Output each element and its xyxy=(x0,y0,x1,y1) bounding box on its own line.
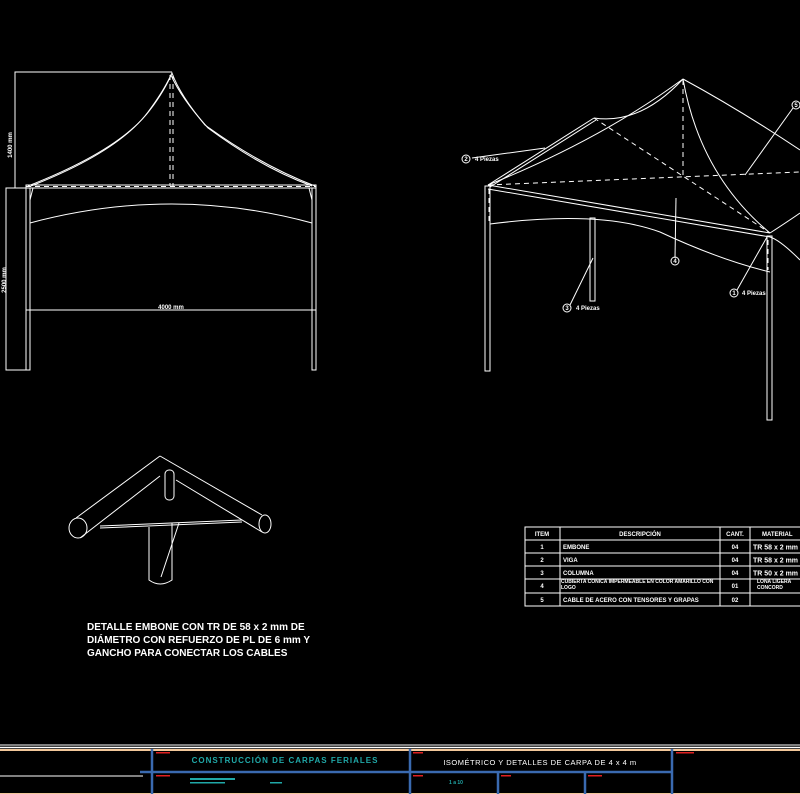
table-row: 1 EMBONE 04 TR 58 x 2 mm xyxy=(540,545,798,552)
callout-3-text: 4 Piezas xyxy=(576,306,600,312)
roof-height-dimension xyxy=(14,71,172,188)
column-height-dimension xyxy=(5,187,27,371)
detail-caption-line-2: DIÁMETRO CON REFUERZO DE PL DE 6 mm Y xyxy=(87,633,310,646)
cell-description: CABLE DE ACERO CON TENSORES Y GRAPAS xyxy=(563,598,699,604)
callout-1-number: 1 xyxy=(732,291,736,297)
callout-1 xyxy=(729,288,739,298)
roof-height-label: 1400 mm xyxy=(8,132,14,158)
cell-qty: 04 xyxy=(732,558,739,564)
cell-description: COLUMNA xyxy=(563,571,594,577)
cell-qty: 04 xyxy=(732,571,739,577)
cell-material: TR 50 x 2 mm xyxy=(753,571,798,578)
header-item: ITEM xyxy=(535,532,549,538)
table-row: 4 CUBIERTA CONICA IMPERMEABLE EN COLOR A… xyxy=(540,579,792,591)
header-description: DESCRIPCIÓN xyxy=(619,530,661,538)
callout-2 xyxy=(461,154,471,164)
cell-qty: 02 xyxy=(732,598,739,604)
parts-table: ITEM DESCRIPCIÓN CANT. MATERIAL 1 EMBONE… xyxy=(524,526,800,607)
right-column xyxy=(311,187,317,371)
cell-qty: 04 xyxy=(732,545,739,551)
callout-1-text: 4 Piezas xyxy=(742,291,766,297)
drawing-title: ISOMÉTRICO Y DETALLES DE CARPA DE 4 x 4 … xyxy=(443,758,636,767)
width-label: 4000 mm xyxy=(158,305,184,311)
callout-2-number: 2 xyxy=(464,157,468,163)
callout-2-text: 4 Piezas xyxy=(475,157,499,163)
callout-3-number: 3 xyxy=(565,306,569,312)
joint-detail: DETALLE EMBONE CON TR DE 58 x 2 mm DE DI… xyxy=(68,455,310,659)
header-qty: CANT. xyxy=(726,532,744,538)
cell-description: EMBONE xyxy=(563,545,589,551)
callout-4 xyxy=(670,256,680,266)
title-block: CONSTRUCCIÓN DE CARPAS FERIALES ISOMÉTRI… xyxy=(0,744,800,794)
cell-item: 1 xyxy=(540,545,544,551)
scale-value: 1 a 10 xyxy=(449,780,463,786)
front-view: 1400 mm 2500 mm 4000 mm xyxy=(2,71,317,371)
table-row: 2 VIGA 04 TR 58 x 2 mm xyxy=(540,558,798,565)
callout-5-number: 5 xyxy=(794,103,798,109)
callout-4-number: 4 xyxy=(673,259,677,265)
project-title: CONSTRUCCIÓN DE CARPAS FERIALES xyxy=(192,756,379,765)
table-header: ITEM DESCRIPCIÓN CANT. MATERIAL xyxy=(535,530,793,538)
cell-description: CUBIERTA CONICA IMPERMEABLE EN COLOR AMA… xyxy=(561,579,714,591)
cell-item: 5 xyxy=(540,598,544,604)
callout-3 xyxy=(562,303,572,313)
detail-caption-line-3: GANCHO PARA CONECTAR LOS CABLES xyxy=(87,648,288,659)
cell-material: TR 58 x 2 mm xyxy=(753,545,798,552)
cell-description: VIGA xyxy=(563,558,578,564)
cell-item: 4 xyxy=(540,584,544,590)
table-row: 5 CABLE DE ACERO CON TENSORES Y GRAPAS 0… xyxy=(540,598,739,604)
cell-material: TR 58 x 2 mm xyxy=(753,558,798,565)
left-column xyxy=(25,187,31,371)
cell-item: 2 xyxy=(540,558,544,564)
header-material: MATERIAL xyxy=(762,532,793,538)
cell-qty: 01 xyxy=(732,584,739,590)
cell-material: LONA LIGERA CONCORD xyxy=(757,579,792,591)
column-height-label: 2500 mm xyxy=(2,267,8,293)
table-row: 3 COLUMNA 04 TR 50 x 2 mm xyxy=(540,571,798,578)
detail-caption-line-1: DETALLE EMBONE CON TR DE 58 x 2 mm DE xyxy=(87,622,305,633)
cell-item: 3 xyxy=(540,571,544,577)
callout-5 xyxy=(791,100,800,110)
isometric-view: 2 4 Piezas 3 4 Piezas 1 4 Piezas 4 5 xyxy=(461,78,800,421)
